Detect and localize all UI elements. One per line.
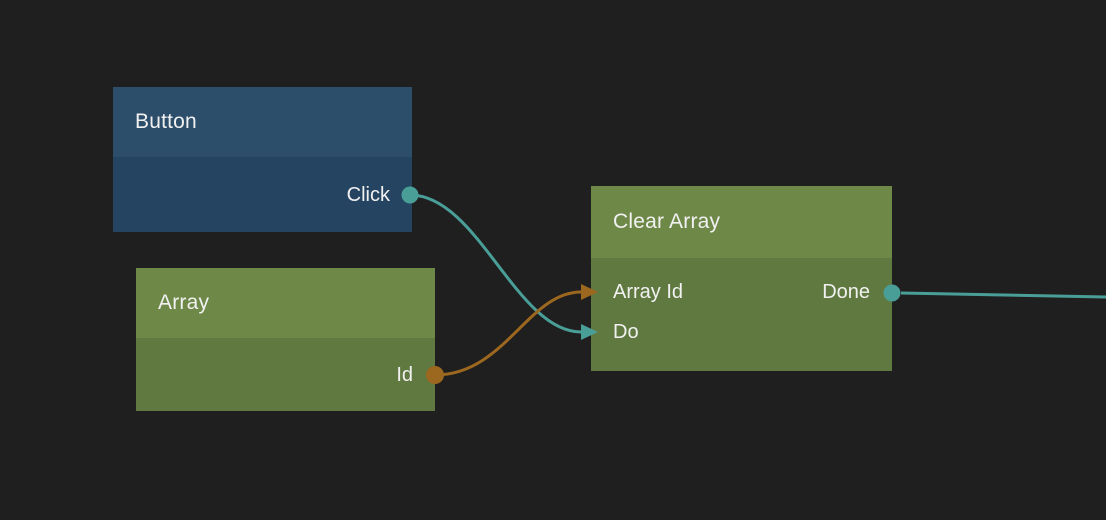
port-row-do: Do: [591, 312, 892, 352]
node-title: Clear Array: [613, 210, 721, 233]
port-done-output[interactable]: [883, 284, 901, 302]
node-button-header[interactable]: Button: [113, 87, 412, 157]
node-array-body: Id: [136, 338, 435, 411]
port-label-array-id: Array Id: [613, 280, 684, 303]
port-label-click: Click: [346, 183, 390, 206]
port-label-id: Id: [396, 363, 413, 386]
node-button-body: Click: [113, 157, 412, 232]
port-label-do: Do: [613, 320, 639, 343]
arrowhead-do-input: [581, 324, 598, 340]
node-title: Button: [135, 110, 197, 133]
wire-id-to-array-id[interactable]: [434, 290, 582, 377]
node-clear-array[interactable]: Clear Array Array Id Done Do: [591, 186, 892, 371]
node-clear-array-body: Array Id Done Do: [591, 258, 892, 371]
port-click-output[interactable]: [401, 186, 419, 204]
node-array[interactable]: Array Id: [136, 268, 435, 411]
port-label-done: Done: [822, 280, 870, 303]
node-clear-array-header[interactable]: Clear Array: [591, 186, 892, 258]
port-row-arrayid-done: Array Id Done: [591, 272, 892, 312]
wire-done-offscreen[interactable]: [900, 291, 1106, 299]
node-array-header[interactable]: Array: [136, 268, 435, 338]
node-title: Array: [158, 291, 210, 314]
port-id-output[interactable]: [426, 366, 444, 384]
port-row-id: Id: [136, 355, 435, 395]
port-row-click: Click: [113, 175, 412, 215]
node-button[interactable]: Button Click: [113, 87, 412, 232]
arrowhead-array-id-input: [581, 284, 598, 300]
wire-click-to-do[interactable]: [409, 193, 582, 334]
